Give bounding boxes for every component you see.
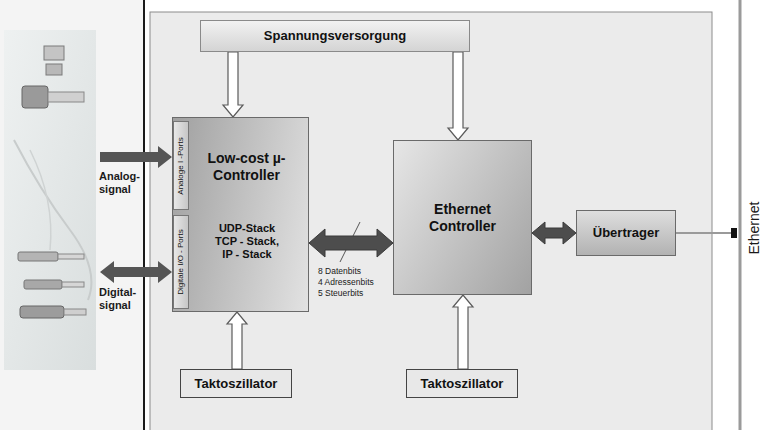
node-text: Übertrager (589, 225, 663, 241)
sensor-cable (14, 140, 91, 300)
signal-label: Analog- signal (99, 170, 143, 196)
sensor-panel (0, 0, 144, 430)
sensor-cable (30, 150, 51, 250)
power-supply-box: Spannungsversorgung (200, 20, 470, 52)
node-text: Taktoszillator (191, 376, 282, 392)
supply-arrow (448, 52, 468, 140)
proximity-sensor (58, 254, 84, 259)
proximity-sensor (24, 280, 62, 289)
oscillator-box: Taktoszillator (406, 369, 518, 398)
node-text: Digitale I/O - Ports (176, 229, 186, 294)
network-cable (676, 232, 733, 234)
terminal-block (44, 46, 64, 60)
data-bus-arrow (309, 229, 393, 257)
analog-signal-arrow (100, 146, 172, 168)
bus-width-label: 8 Datenbits (318, 266, 361, 276)
node-text: Spannungsversorgung (260, 28, 410, 44)
sensor-head (22, 86, 48, 108)
analog-port-strip: Analoge I -Ports (173, 121, 189, 210)
signal-label: Digital- signal (99, 286, 143, 312)
digital-port-strip: Digitale I/O - Ports (173, 215, 189, 309)
ethernet-controller-box: Ethernet Controller (393, 140, 532, 295)
digital-signal-arrow (100, 261, 172, 283)
supply-arrow (227, 312, 247, 369)
node-text: Analoge I -Ports (176, 137, 186, 194)
panel-border (143, 0, 145, 430)
network-connector (731, 228, 737, 238)
proximity-sensor (62, 282, 84, 287)
bus-width-label: 4 Adressenbits (318, 277, 374, 287)
transformer-box: Übertrager (576, 210, 676, 256)
proximity-sensor (20, 306, 64, 318)
proximity-sensor (18, 252, 58, 261)
node-text: Low-cost µ-Controller (191, 150, 302, 184)
sensor-photo-strip (4, 30, 96, 370)
board-panel (150, 12, 712, 430)
supply-arrow (453, 295, 473, 369)
supply-arrow (223, 52, 243, 117)
microcontroller-box: Low-cost µ-ControllerUDP-Stack TCP - Sta… (172, 117, 309, 312)
terminal-block (46, 64, 62, 75)
data-link-arrow (532, 222, 576, 244)
node-text: Ethernet Controller (409, 201, 517, 235)
oscillator-box: Taktoszillator (180, 369, 292, 398)
proximity-sensor (64, 309, 86, 315)
ethernet-bus-line (739, 0, 742, 430)
node-text: Taktoszillator (417, 376, 508, 392)
sensor-probe (48, 92, 84, 102)
bus-width-label: 5 Steuerbits (318, 288, 363, 298)
node-text: UDP-Stack TCP - Stack, IP - Stack (209, 222, 285, 262)
network-label: Ethernet (746, 202, 763, 255)
